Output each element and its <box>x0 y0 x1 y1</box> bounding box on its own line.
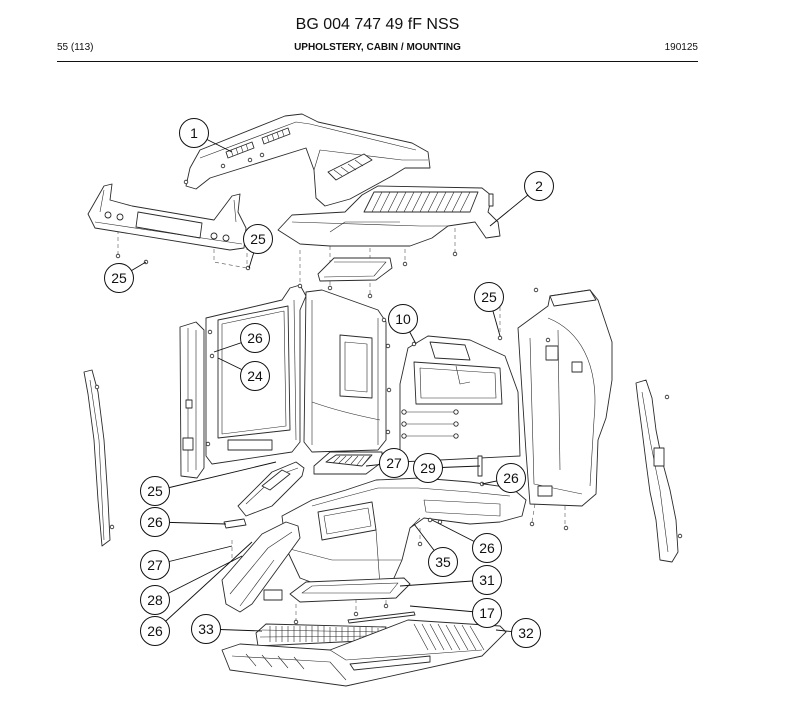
callout-circle <box>413 453 443 483</box>
page-number: 55 (113) <box>57 42 94 53</box>
left-a-pillar-trim <box>83 369 111 547</box>
leader-line <box>154 461 277 492</box>
callout-1: 1 <box>179 118 233 153</box>
callout-number: 32 <box>518 625 534 641</box>
callout-number: 24 <box>247 368 263 384</box>
callout-25: 25 <box>104 261 147 293</box>
air-duct-upper <box>237 461 305 517</box>
callout-number: 28 <box>147 592 163 608</box>
callout-number: 1 <box>190 125 198 141</box>
callout-27: 27 <box>140 545 233 580</box>
callout-25: 25 <box>243 224 273 269</box>
callout-circle <box>240 361 270 391</box>
callout-26: 26 <box>213 323 270 353</box>
left-b-pillar-trim <box>179 321 205 479</box>
callout-circle <box>191 614 221 644</box>
callout-25: 25 <box>140 461 277 506</box>
document-title: BG 004 747 49 fF NSS <box>295 16 460 33</box>
callout-circle <box>474 282 504 312</box>
callout-number: 26 <box>479 540 495 556</box>
floor-tray <box>289 577 411 603</box>
callout-circle <box>140 585 170 615</box>
callout-24: 24 <box>217 357 270 391</box>
callout-circle <box>524 171 554 201</box>
header-rule <box>57 61 698 62</box>
fasteners <box>94 152 683 625</box>
callout-circle <box>140 550 170 580</box>
callout-33: 33 <box>191 614 263 644</box>
callout-circle <box>472 565 502 595</box>
callout-number: 31 <box>479 572 495 588</box>
leader-line <box>154 555 243 601</box>
callout-25: 25 <box>474 282 504 337</box>
document-code: 190125 <box>664 42 698 53</box>
callout-number: 27 <box>147 557 163 573</box>
mounting-plate <box>317 257 393 282</box>
callout-35: 35 <box>413 523 458 577</box>
callout-number: 10 <box>395 311 411 327</box>
callout-number: 2 <box>535 178 543 194</box>
callout-31: 31 <box>399 565 502 595</box>
callout-number: 25 <box>481 289 497 305</box>
callout-circle <box>472 598 502 628</box>
callout-circle <box>511 618 541 648</box>
callout-number: 25 <box>250 231 266 247</box>
callout-32: 32 <box>495 618 541 648</box>
callout-circle <box>428 547 458 577</box>
callout-number: 27 <box>386 455 402 471</box>
edge-strip <box>347 611 416 624</box>
callout-circle <box>140 507 170 537</box>
callout-circle <box>388 304 418 334</box>
callout-27: 27 <box>365 448 409 478</box>
callout-29: 29 <box>413 453 481 483</box>
right-side-panel <box>517 289 613 507</box>
callout-circle <box>496 463 526 493</box>
callout-number: 25 <box>147 483 163 499</box>
header-row: 55 (113) UPHOLSTERY, CABIN / MOUNTING 19… <box>57 41 698 55</box>
callout-2: 2 <box>489 171 554 227</box>
callout-number: 26 <box>147 514 163 530</box>
right-a-pillar-trim <box>635 379 679 563</box>
callout-number: 26 <box>247 330 263 346</box>
callout-17: 17 <box>409 598 502 628</box>
callout-circle <box>104 263 134 293</box>
vent-cover-plate <box>313 451 383 475</box>
callout-circle <box>140 476 170 506</box>
floor-mat <box>221 619 507 687</box>
callout-circle <box>140 616 170 646</box>
air-duct-lower <box>221 521 301 613</box>
section-title: UPHOLSTERY, CABIN / MOUNTING <box>294 42 461 53</box>
callout-number: 26 <box>147 623 163 639</box>
callout-number: 35 <box>435 554 451 570</box>
callout-circle <box>243 224 273 254</box>
callout-circle <box>179 118 209 148</box>
callout-number: 33 <box>198 621 214 637</box>
callout-number: 17 <box>479 605 495 621</box>
seal-strip <box>223 518 247 529</box>
callout-circle <box>379 448 409 478</box>
callout-number: 29 <box>420 460 436 476</box>
callout-10: 10 <box>388 304 418 345</box>
callout-circle <box>472 533 502 563</box>
callout-26: 26 <box>140 541 253 646</box>
callout-circle <box>240 323 270 353</box>
rear-wall-panel-right <box>399 335 521 463</box>
leader-line <box>154 541 253 632</box>
callout-26: 26 <box>431 519 502 563</box>
front-roof-liner <box>185 113 431 207</box>
roof-rear-console <box>277 185 501 247</box>
callout-number: 25 <box>111 270 127 286</box>
rear-wall-panel-left <box>303 289 387 453</box>
callout-number: 26 <box>503 470 519 486</box>
callout-26: 26 <box>140 507 227 537</box>
callout-28: 28 <box>140 555 243 615</box>
front-upper-panel <box>87 183 247 251</box>
callout-26: 26 <box>481 463 526 493</box>
